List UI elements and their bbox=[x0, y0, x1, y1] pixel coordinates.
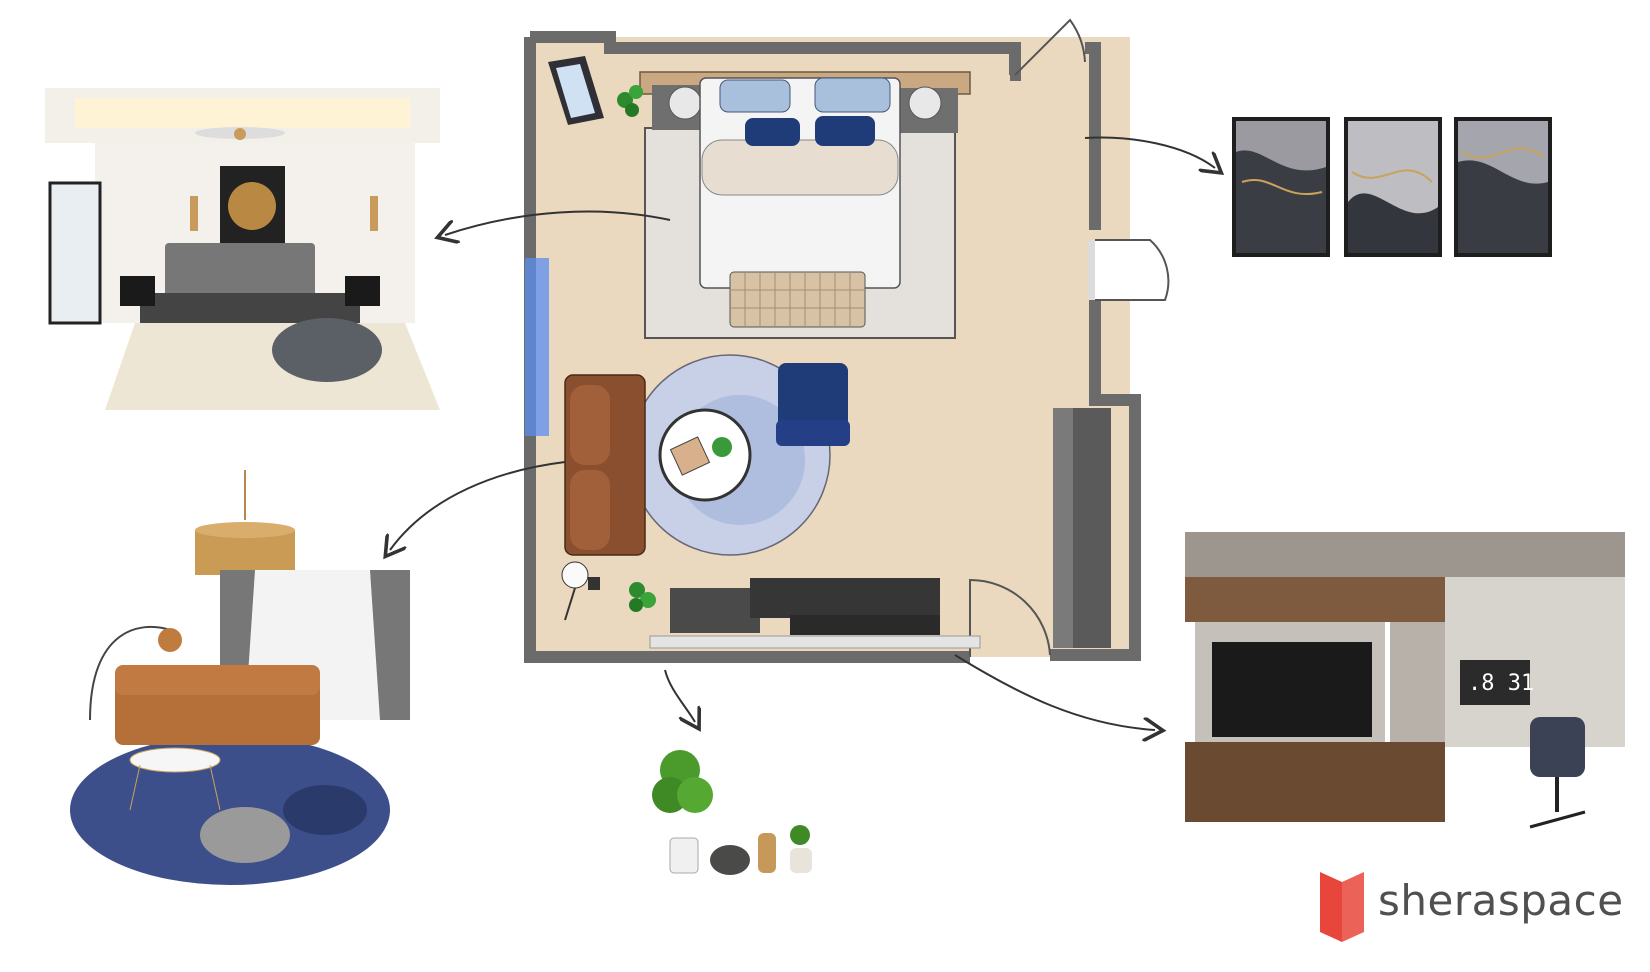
arc-lamp-icon bbox=[89, 625, 182, 721]
door-right bbox=[1095, 239, 1170, 301]
brand-name: sheraspace bbox=[1378, 876, 1624, 925]
tv-screen bbox=[1212, 642, 1372, 737]
plant-top-left bbox=[617, 85, 643, 117]
coffee-table-photo bbox=[129, 747, 221, 811]
door-top-right bbox=[1014, 18, 1086, 76]
chandelier-icon bbox=[195, 470, 295, 575]
plant-bottom-left bbox=[629, 582, 656, 612]
arrow-to-wall-art bbox=[1084, 136, 1215, 168]
arrow-to-living-area bbox=[390, 461, 566, 550]
wall-art-moodboard bbox=[1232, 112, 1552, 257]
wardrobe bbox=[1053, 408, 1111, 648]
sofa-photo bbox=[115, 665, 320, 745]
office-chair-icon bbox=[1529, 717, 1586, 829]
floor-plan bbox=[524, 18, 1170, 663]
bed bbox=[699, 77, 901, 328]
plant-small-icon bbox=[790, 825, 812, 873]
arrow-to-tv-unit bbox=[954, 654, 1155, 730]
ottoman-photo bbox=[272, 318, 382, 382]
armchair bbox=[776, 363, 850, 446]
plant-tall-icon bbox=[652, 750, 713, 874]
sofa bbox=[564, 374, 646, 556]
arrow-to-plants bbox=[664, 669, 695, 722]
door-bottom bbox=[969, 578, 1051, 657]
floor-lamp bbox=[561, 561, 600, 621]
arrow-to-bedroom bbox=[445, 210, 671, 235]
vase-gold-icon bbox=[758, 833, 776, 873]
vase-round-icon bbox=[710, 845, 750, 875]
art-panel-2 bbox=[1344, 117, 1442, 257]
ceiling-fan-icon bbox=[195, 127, 285, 140]
floor-mirror bbox=[548, 56, 604, 125]
window-left bbox=[525, 258, 549, 436]
living-area-moodboard bbox=[70, 470, 410, 885]
tv-unit-plan bbox=[649, 578, 981, 649]
bedroom-moodboard bbox=[45, 88, 440, 410]
desk-monitor: .8 31 bbox=[1460, 660, 1534, 705]
floor-mirror-photo bbox=[48, 181, 102, 325]
svg-text:.8 31: .8 31 bbox=[1468, 671, 1534, 696]
art-panel-3 bbox=[1454, 117, 1552, 257]
pouf-navy bbox=[283, 785, 367, 835]
brand-logo-icon bbox=[1320, 872, 1364, 942]
tv-unit-moodboard: .8 31 bbox=[1185, 532, 1625, 829]
plants-moodboard bbox=[652, 750, 812, 875]
coffee-table bbox=[658, 408, 752, 502]
pouf-grey bbox=[200, 807, 290, 863]
wall-medallion-icon bbox=[228, 182, 276, 230]
art-panel-1 bbox=[1232, 117, 1330, 257]
